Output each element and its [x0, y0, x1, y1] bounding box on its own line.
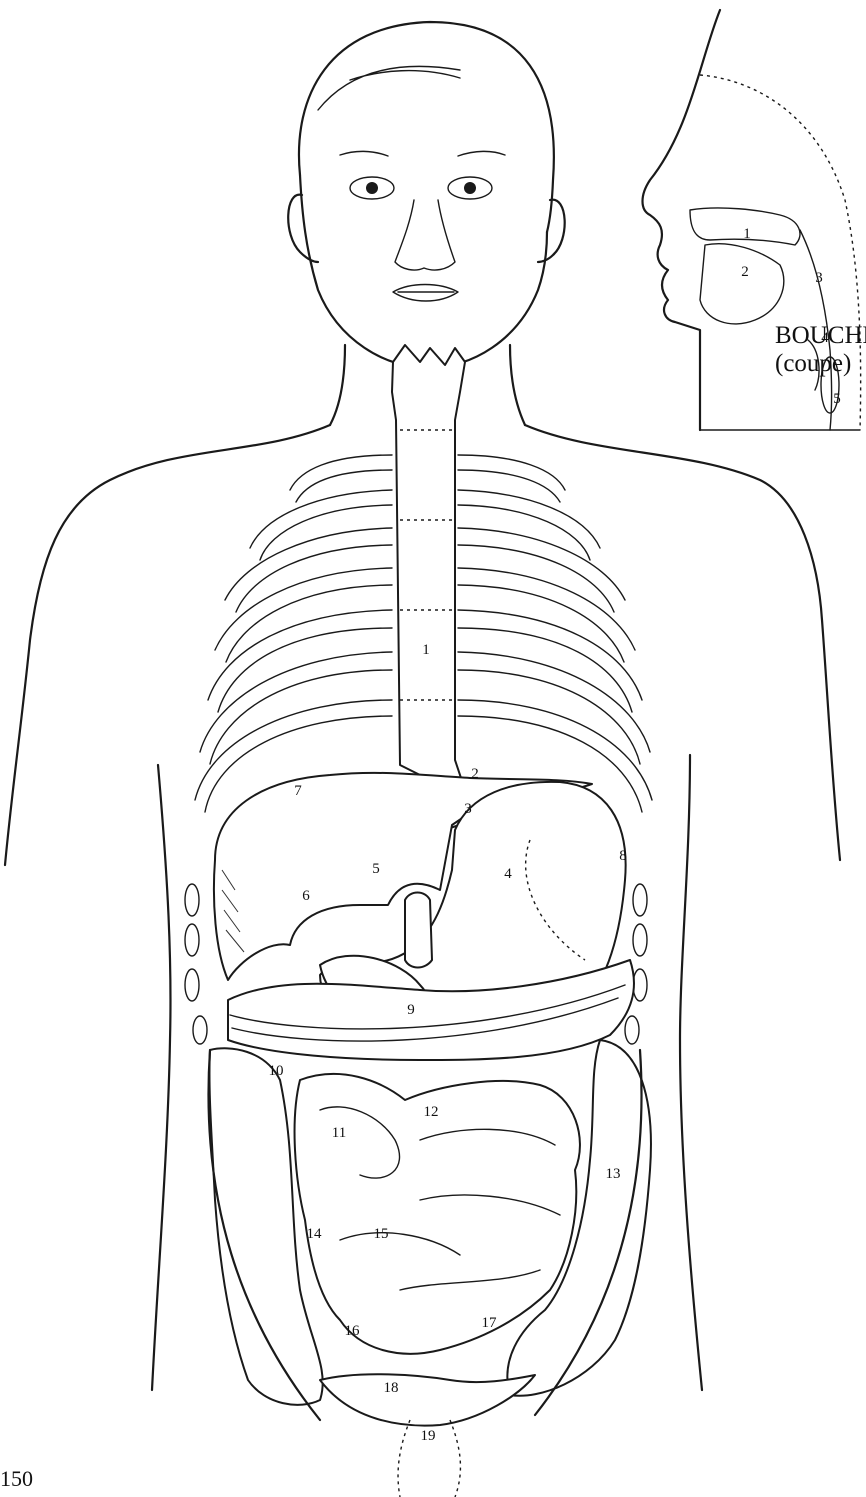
label-9: 9: [407, 1002, 415, 1018]
label-11: 11: [332, 1125, 346, 1141]
gallbladder: [405, 893, 432, 968]
label-10: 10: [269, 1063, 284, 1079]
label-7: 7: [294, 783, 302, 799]
inset-label-2: 2: [741, 264, 749, 280]
label-1: 1: [422, 642, 430, 658]
label-16: 16: [345, 1323, 361, 1339]
label-13: 13: [606, 1166, 621, 1182]
label-12: 12: [424, 1104, 439, 1120]
inset-caption: BOUCHE (coupe): [775, 322, 866, 378]
inset-label-5: 5: [833, 391, 841, 407]
label-14: 14: [307, 1226, 323, 1242]
page-number: 150: [0, 1466, 33, 1492]
label-17: 17: [482, 1315, 498, 1331]
inset-title: BOUCHE: [775, 322, 866, 350]
label-15: 15: [374, 1226, 389, 1242]
label-2: 2: [471, 766, 479, 782]
inset-subtitle: (coupe): [775, 350, 866, 378]
label-19: 19: [421, 1428, 436, 1444]
label-5: 5: [372, 861, 380, 877]
label-6: 6: [302, 888, 310, 904]
label-8: 8: [619, 848, 627, 864]
label-18: 18: [384, 1380, 399, 1396]
inset-label-1: 1: [743, 226, 751, 242]
label-3: 3: [464, 801, 472, 817]
inset-label-3: 3: [815, 270, 823, 286]
label-4: 4: [504, 866, 512, 882]
esophagus: [392, 345, 475, 828]
